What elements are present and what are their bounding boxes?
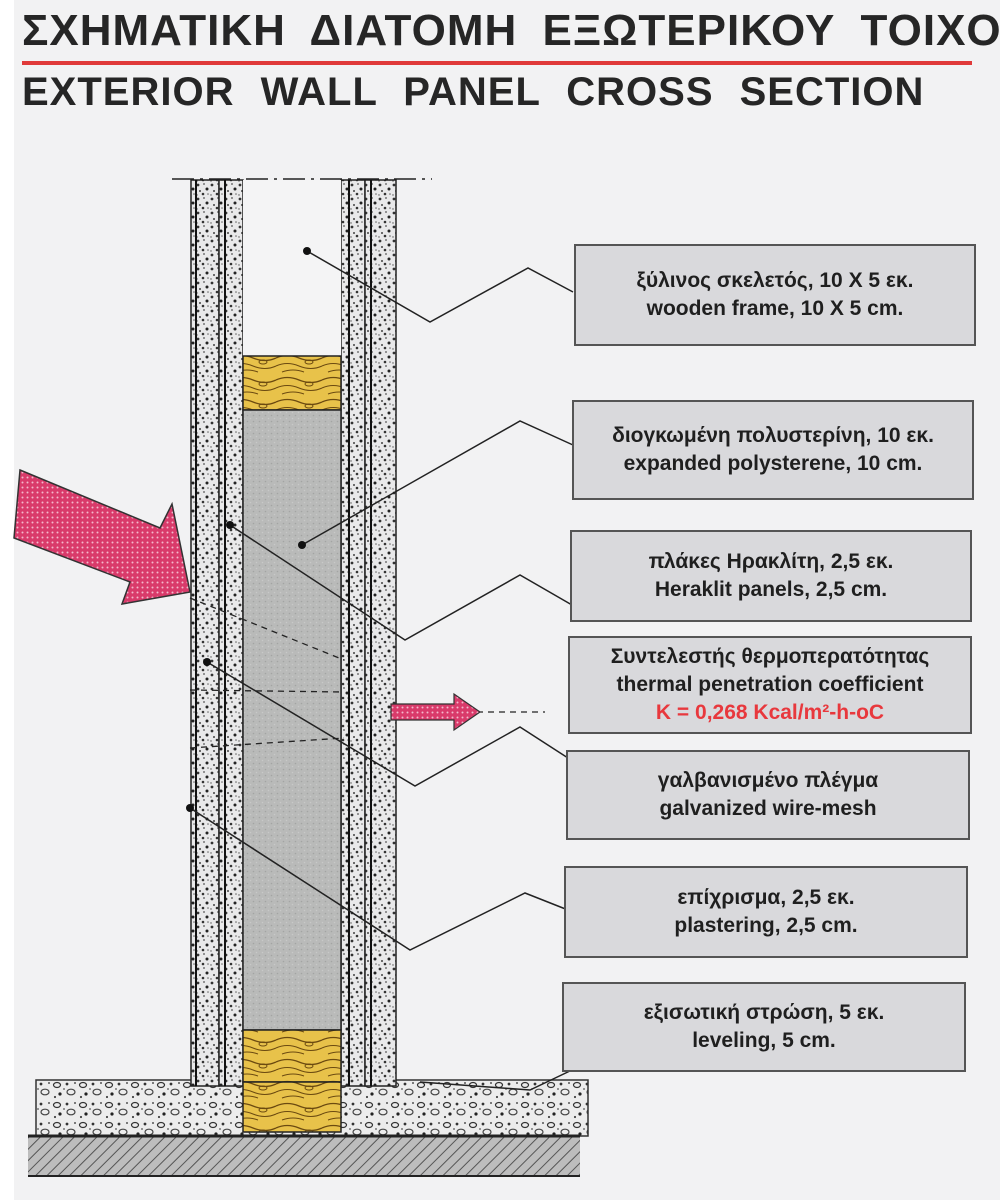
label-greek: γαλβανισμένο πλέγμα — [657, 769, 879, 792]
cavity-top — [243, 180, 341, 356]
label-english: expanded polysterene, 10 cm. — [623, 452, 923, 475]
label-english: galvanized wire-mesh — [659, 797, 877, 820]
label-greek: ξύλινος σκελετός, 10 X 5 εκ. — [636, 269, 914, 292]
label-english: plastering, 2,5 cm. — [674, 914, 858, 937]
leader-lines — [189, 250, 574, 1091]
label-greek: πλάκες Ηρακλίτη, 2,5 εκ. — [648, 550, 894, 573]
left-heraklit-panel — [218, 179, 244, 1087]
label-greek: Συντελεστής θερμοπερατότητας — [610, 645, 930, 668]
right-heraklit-panel — [340, 179, 366, 1087]
label-galvanized-mesh: γαλβανισμένο πλέγμα galvanized wire-mesh — [566, 750, 970, 840]
title-english: EXTERIOR WALL PANEL CROSS SECTION — [22, 70, 925, 114]
label-plastering: επίχρισμα, 2,5 εκ. plastering, 2,5 cm. — [564, 866, 968, 958]
label-greek: εξισωτική στρώση, 5 εκ. — [643, 1001, 885, 1024]
label-greek: επίχρισμα, 2,5 εκ. — [677, 886, 855, 909]
label-heraklit-panels: πλάκες Ηρακλίτη, 2,5 εκ. Heraklit panels… — [570, 530, 972, 622]
label-english: Heraklit panels, 2,5 cm. — [654, 578, 888, 601]
label-leveling: εξισωτική στρώση, 5 εκ. leveling, 5 cm. — [562, 982, 966, 1072]
page-margin — [0, 0, 14, 1200]
leader-dots — [186, 247, 311, 812]
wooden-frame-bottom — [242, 1029, 342, 1083]
incoming-heat-arrow — [13, 468, 191, 605]
label-wooden-frame: ξύλινος σκελετός, 10 X 5 εκ. wooden fram… — [574, 244, 976, 346]
right-outer-plaster — [364, 179, 397, 1087]
label-english: leveling, 5 cm. — [692, 1029, 836, 1052]
wooden-frame-top — [242, 355, 342, 411]
outgoing-heat-arrow — [390, 692, 482, 732]
title-divider — [22, 61, 972, 65]
label-thermal-coefficient: Συντελεστής θερμοπερατότητας thermal pen… — [568, 636, 972, 734]
label-english: thermal penetration coefficient — [616, 673, 924, 696]
k-value: K = 0,268 Kcal/m²-h-oC — [655, 701, 885, 724]
title-greek: ΣΧΗΜΑΤΙΚΗ ΔΙΑΤΟΜΗ ΕΞΩΤΕΡΙΚΟΥ ΤΟΙΧΟΥ — [22, 6, 1000, 55]
polystyrene-core — [242, 409, 342, 1031]
wooden-sill — [242, 1081, 342, 1133]
ground-hatch — [28, 1136, 580, 1176]
label-expanded-polystyrene: διογκωμένη πολυστερίνη, 10 εκ. expanded … — [572, 400, 974, 500]
label-greek: διογκωμένη πολυστερίνη, 10 εκ. — [612, 424, 934, 447]
label-english: wooden frame, 10 X 5 cm. — [646, 297, 904, 320]
